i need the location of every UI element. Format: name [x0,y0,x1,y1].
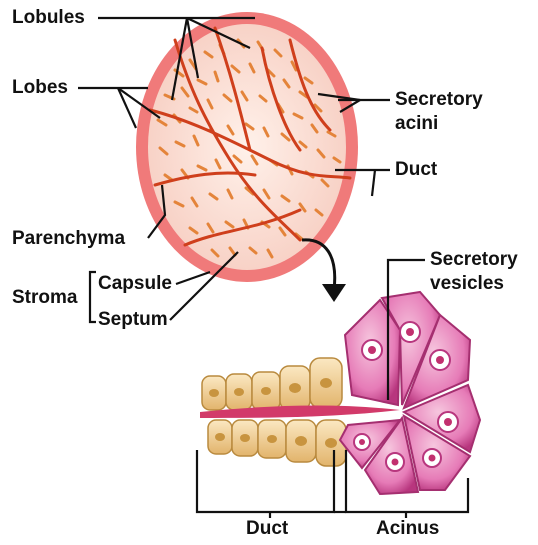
duct-label-top: Duct [395,160,437,179]
capsule-label: Capsule [98,274,172,293]
secretory-vesicles-label-line1: Secretory [430,250,518,269]
acinus-cells [340,292,480,494]
acinus-detail [200,292,480,494]
secretory-acini-label-line2: acini [395,114,438,133]
lobules-label: Lobules [12,8,85,27]
parenchyma-label: Parenchyma [12,229,125,248]
stroma-label: Stroma [12,288,77,307]
secretory-vesicles-label-line2: vesicles [430,274,504,293]
acinus-label: Acinus [376,519,439,538]
secretory-acini-label-line1: Secretory [395,90,483,109]
duct-label-bottom: Duct [246,519,288,538]
gland-cross-section [136,12,358,282]
lobes-label: Lobes [12,78,68,97]
septum-label: Septum [98,310,168,329]
